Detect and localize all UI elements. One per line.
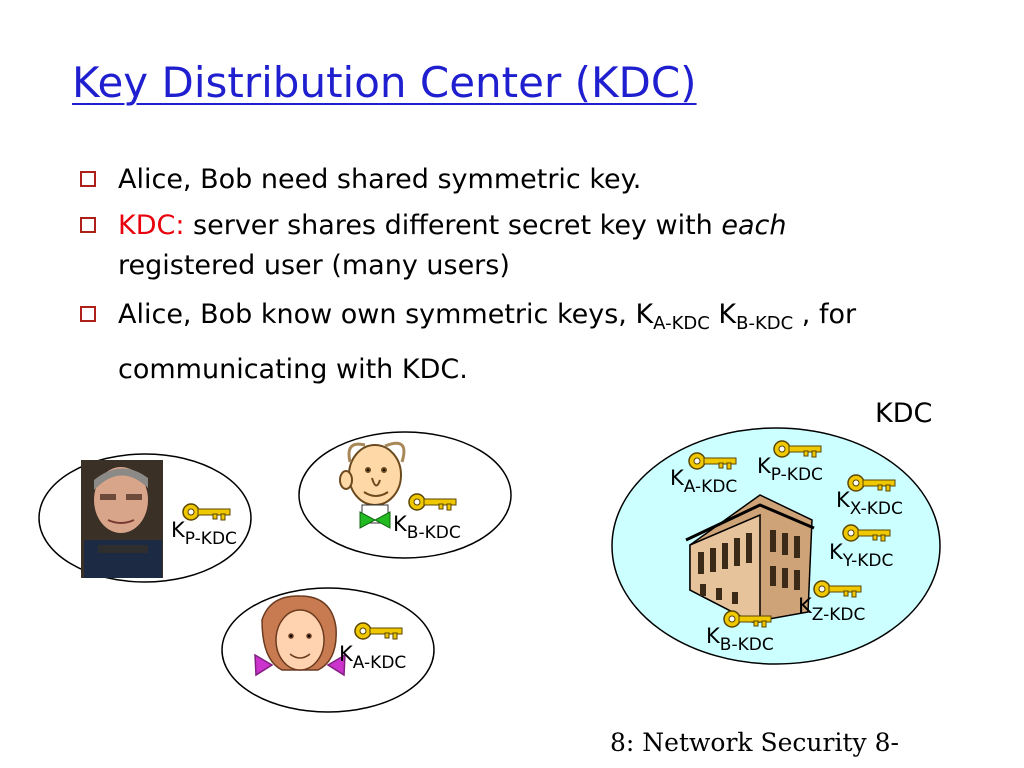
key-subscript: P-KDC [184, 529, 237, 549]
square-bullet-icon [80, 217, 96, 233]
key-letter: K [757, 454, 771, 478]
key-subscript: B-KDC [406, 523, 461, 543]
slide-title: Key Distribution Center (KDC) [72, 58, 697, 107]
building-icon [685, 494, 815, 623]
key-subscript: Y-KDC [842, 551, 894, 571]
bullet-text: server shares different secret key with [184, 210, 722, 241]
bullet-emphasis: each [721, 210, 787, 241]
key-letter: K [798, 594, 812, 618]
bullet-text-mid: K [709, 299, 737, 330]
user-p-key-label: KP-KDC [171, 518, 237, 549]
user-b-key-label: KB-KDC [393, 512, 461, 543]
key-letter: K [670, 466, 684, 490]
bullet-list: Alice, Bob need shared symmetric key. KD… [78, 160, 998, 399]
bullet-text: Alice, Bob know own symmetric keys, K [118, 299, 654, 330]
key-subscript: A-KDC [352, 653, 407, 673]
bullet-text: Alice, Bob need shared symmetric key. [118, 164, 642, 195]
square-bullet-icon [80, 171, 96, 187]
bullet-kdc-prefix: KDC: [118, 210, 185, 241]
bullet-text-continued: registered user (many users) [118, 250, 510, 281]
user-a-key-label: KA-KDC [339, 642, 406, 673]
footer-text: 8: Network Security 8- [610, 728, 899, 757]
person-photo [81, 460, 163, 578]
cartoon-girl [254, 595, 346, 677]
key-subscript: A-KDC [683, 477, 738, 497]
key-subscript: Z-KDC [811, 605, 866, 625]
key-letter: K [171, 518, 185, 542]
kdc-key-a-label: KA-KDC [670, 466, 737, 497]
key-letter: K [706, 624, 720, 648]
key-letter: K [339, 642, 353, 666]
bullet-item: Alice, Bob need shared symmetric key. [78, 160, 998, 200]
kdc-key-y-label: KY-KDC [829, 540, 893, 571]
key-letter: K [836, 488, 850, 512]
kdc-key-p-label: KP-KDC [757, 454, 823, 485]
key-subscript: X-KDC [849, 499, 903, 519]
cartoon-man [339, 441, 406, 529]
bullet-text-continued: communicating with KDC. [118, 354, 468, 385]
key-letter: K [829, 540, 843, 564]
square-bullet-icon [80, 306, 96, 322]
kdc-key-x-label: KX-KDC [836, 488, 903, 519]
bullet-item: KDC: server shares different secret key … [78, 206, 998, 286]
key-subscript: B-KDC [719, 635, 774, 655]
kdc-key-z-label: KZ-KDC [798, 594, 865, 625]
key-letter: K [393, 512, 407, 536]
bullet-text-tail: , for [793, 299, 857, 330]
kdc-key-b-label: KB-KDC [706, 624, 774, 655]
bullet-item: Alice, Bob know own symmetric keys, KA-K… [78, 292, 998, 393]
kdc-label: KDC [875, 398, 933, 429]
subscript: B-KDC [736, 313, 794, 334]
subscript: A-KDC [653, 313, 710, 334]
key-subscript: P-KDC [770, 465, 823, 485]
